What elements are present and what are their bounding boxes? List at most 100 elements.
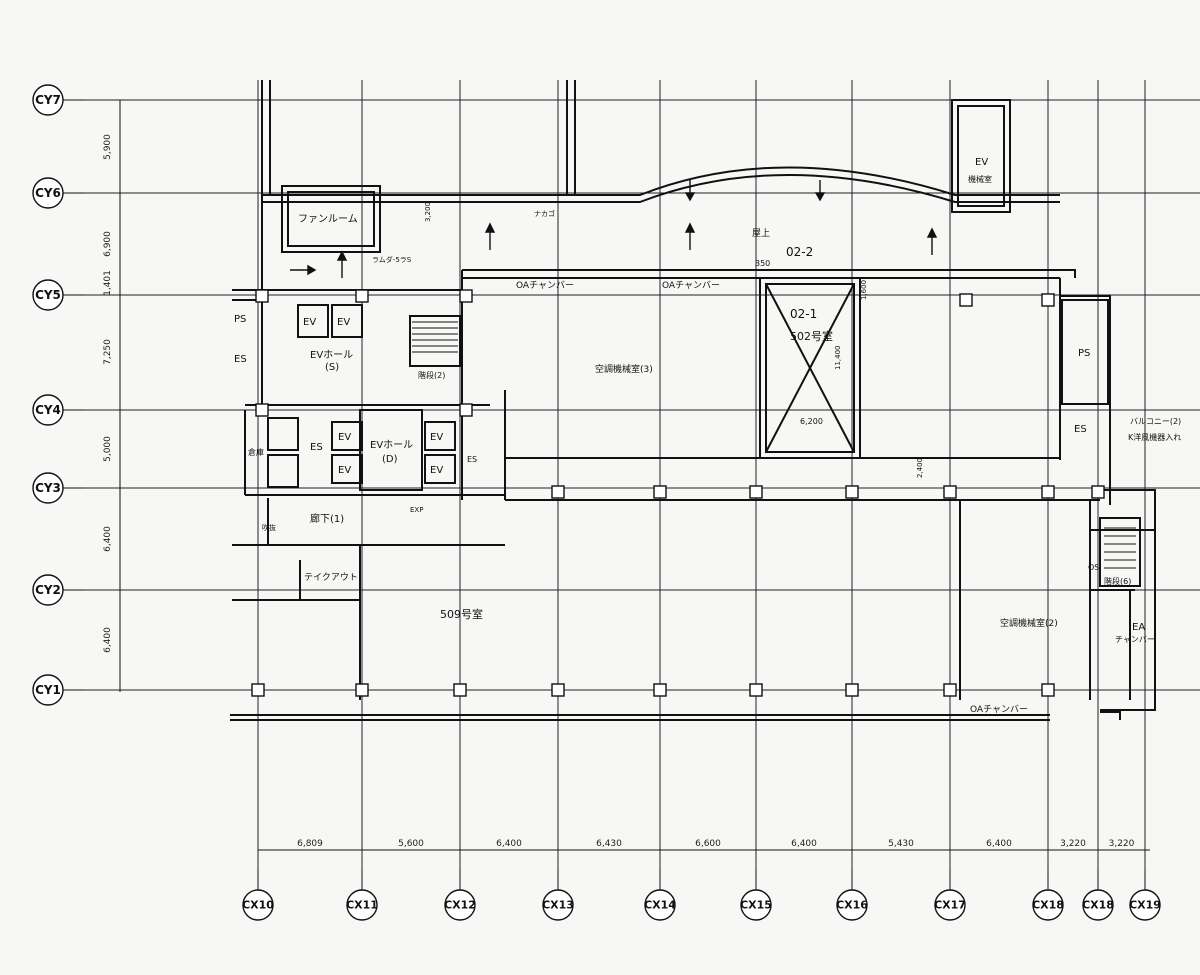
x-axis-bubble: CX19 [1129, 870, 1161, 921]
x-axis-bubble: CX17 [934, 870, 966, 921]
x-axis-label: CX15 [740, 899, 772, 912]
ps-right-label: PS [1078, 348, 1090, 359]
y-axis-label: CY3 [35, 481, 61, 495]
x-dimension-label: 6,430 [596, 839, 622, 849]
grid-lines [85, 80, 1200, 870]
x-axis-bubble: CX18 [1032, 870, 1064, 921]
dim-3200-label: 3,200 [424, 202, 432, 222]
roof-label: 屋上 [752, 228, 770, 239]
x-dimension-label: 6,809 [297, 839, 323, 849]
x-dimension-label: 5,430 [888, 839, 914, 849]
takeout-label: テイクアウト [304, 572, 358, 583]
column [845, 485, 859, 499]
room-02-2-label: 02-2 [786, 245, 813, 259]
os-label: OS [1088, 563, 1099, 572]
x-axis-label: CX17 [934, 899, 966, 912]
x-dimension-label: 6,400 [791, 839, 817, 849]
aircon-2-label: 空調機械室(2) [1000, 617, 1058, 629]
x-axis-bubble: CX13 [542, 870, 574, 921]
ev2-label: EV [337, 317, 350, 328]
dim-11400-label: 11,400 [834, 346, 842, 371]
dim-1600-label: 1,600 [860, 280, 868, 300]
y-dimension-label: 1,401 [103, 270, 113, 296]
column [1041, 293, 1055, 307]
column [749, 485, 763, 499]
x-axis-bubble: CX16 [836, 870, 868, 921]
small-label: 吹抜 [262, 523, 276, 532]
column [355, 289, 369, 303]
x-axis-label: CX13 [542, 899, 574, 912]
x-axis-label: CX18 [1032, 899, 1064, 912]
dim-2400-label: 2,400 [916, 458, 924, 478]
es-right-label: ES [1074, 424, 1087, 435]
x-axis-label: CX10 [242, 899, 274, 912]
stair-2-label: 階段(2) [418, 370, 445, 380]
x-dimension-label: 6,400 [496, 839, 522, 849]
y-dimension-label: 7,250 [103, 339, 113, 365]
y-axis-bubble: CY6 [32, 177, 85, 209]
ps-left-label: PS [234, 314, 246, 325]
x-dimension-label: 3,220 [1109, 839, 1135, 849]
x-axis-label: CX14 [644, 899, 676, 912]
stair-hatch [412, 321, 1136, 569]
room-labels: ファンルーム EV 機械室 PS ES EV EV EVホール (S) 階段(2… [234, 157, 1181, 715]
x-dimension-label: 5,600 [398, 839, 424, 849]
column [653, 683, 667, 697]
y-axis-bubble: CY3 [32, 472, 85, 504]
dim-350-label: 350 [755, 259, 770, 268]
ev-hall-s-label: EVホール [310, 349, 353, 361]
y-axis-label: CY7 [35, 93, 61, 107]
x-dimension-labels: 6,809 5,600 6,400 6,430 6,600 6,400 5,430 6,400… [297, 839, 1135, 849]
column [943, 683, 957, 697]
y-axis-label: CY6 [35, 186, 61, 200]
aircon-3-label: 空調機械室(3) [595, 363, 653, 375]
oa-chamber-1-label: OAチャンバー [516, 280, 574, 291]
room-502-label: 502号室 [790, 329, 833, 343]
structural-columns [251, 289, 1105, 697]
room-509-label: 509号室 [440, 607, 483, 621]
balcony-sub-label: K洋風機器入れ [1128, 432, 1181, 442]
y-dimension-label: 6,400 [103, 526, 113, 552]
y-axis-label: CY5 [35, 288, 61, 302]
y-axis-bubble: CY5 [32, 279, 85, 311]
dim-6200-label: 6,200 [800, 417, 823, 426]
exp-label: EXP [410, 506, 423, 514]
x-axis-label: CX11 [346, 899, 378, 912]
x-axis-label: CX18 [1082, 899, 1114, 912]
ev-hall-d-label: EVホール [370, 439, 413, 451]
ev1-label: EV [303, 317, 316, 328]
column [551, 485, 565, 499]
x-dimension-label: 6,400 [986, 839, 1012, 849]
y-axis-bubble: CY4 [32, 394, 85, 426]
column [251, 683, 265, 697]
ev-hall-s-sub-label: (S) [325, 362, 339, 373]
oa-chamber-2-label: OAチャンバー [662, 280, 720, 291]
ev3-label: EV [338, 432, 351, 443]
x-dimension-label: 6,600 [695, 839, 721, 849]
top-label: ナカゴ [534, 209, 555, 218]
y-axis-bubble: CY1 [32, 674, 85, 706]
x-axis-bubble: CX18 [1082, 870, 1114, 921]
stair-6-label: 階段(6) [1104, 576, 1131, 586]
room-02-1-label: 02-1 [790, 307, 817, 321]
y-axis-label: CY1 [35, 683, 61, 697]
column [845, 683, 859, 697]
x-axis-label: CX19 [1129, 899, 1161, 912]
x-axis-bubble: CX11 [346, 870, 378, 921]
balcony-label: バルコニー(2) [1130, 417, 1181, 426]
walls [230, 80, 1156, 721]
y-dimension-label: 6,400 [103, 627, 113, 653]
x-axis-bubble: CX12 [444, 870, 476, 921]
column [749, 683, 763, 697]
ev6-label: EV [430, 465, 443, 476]
ea-label: EA [1132, 622, 1145, 633]
y-dimension-label: 5,900 [103, 134, 113, 160]
ev-hall-d-sub-label: (D) [382, 454, 398, 465]
dimension-lines [119, 100, 1150, 851]
column [551, 683, 565, 697]
x-axis-bubble: CX10 [242, 870, 274, 921]
airflow-arrows [290, 180, 938, 278]
